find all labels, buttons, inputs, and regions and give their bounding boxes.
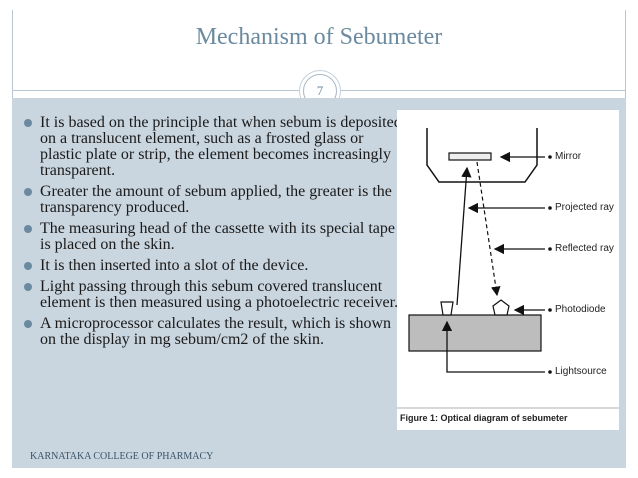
bullet-icon — [24, 225, 32, 233]
mirror-label: Mirror — [555, 151, 582, 162]
slide-title: Mechanism of Sebumeter — [195, 24, 443, 50]
footer-text: KARNATAKA COLLEGE OF PHARMACY — [30, 451, 214, 462]
projected-ray-label: Projected ray — [555, 202, 614, 213]
content-panel: It is based on the principle that when s… — [12, 98, 626, 442]
bullet-list: It is based on the principle that when s… — [24, 115, 409, 353]
bullet-item: It is based on the principle that when s… — [24, 115, 409, 179]
lightsource-label: Lightsource — [555, 366, 607, 377]
reflected-ray — [476, 161, 501, 297]
bullet-icon — [24, 188, 32, 196]
bullet-text: Light passing through this sebum covered… — [40, 278, 399, 311]
bullet-text: It is then inserted into a slot of the d… — [40, 257, 309, 274]
bullet-icon — [24, 283, 32, 291]
photodiode-label: Photodiode — [555, 304, 606, 315]
bullet-item: A microprocessor calculates the result, … — [24, 316, 409, 348]
bullet-item: The measuring head of the cassette with … — [24, 221, 409, 253]
measuring-head-housing — [426, 128, 538, 183]
bullet-icon — [24, 320, 32, 328]
bullet-text: The measuring head of the cassette with … — [40, 220, 395, 253]
sebumeter-diagram: Mirror Projected ray Reflected ray Photo… — [397, 110, 619, 430]
bullet-icon — [24, 119, 32, 127]
base-plate — [408, 314, 542, 352]
mirror-element — [448, 152, 492, 161]
lightsource-element — [440, 301, 454, 316]
bullet-icon — [24, 262, 32, 270]
optical-diagram-graphic — [397, 128, 619, 409]
left-border — [12, 10, 13, 98]
footer-bar: KARNATAKA COLLEGE OF PHARMACY — [12, 442, 626, 468]
reflected-ray-label: Reflected ray — [555, 243, 614, 254]
photodiode-element — [492, 299, 510, 316]
lightsource-pointer — [441, 320, 545, 373]
bullet-item: Light passing through this sebum covered… — [24, 279, 409, 311]
page-number: 7 — [316, 83, 324, 98]
bullet-text: It is based on the principle that when s… — [40, 114, 402, 179]
bullet-item: It is then inserted into a slot of the d… — [24, 258, 409, 274]
projected-ray — [456, 166, 472, 306]
bullet-text: Greater the amount of sebum applied, the… — [40, 183, 392, 216]
bullet-text: A microprocessor calculates the result, … — [40, 315, 392, 348]
bullet-item: Greater the amount of sebum applied, the… — [24, 184, 409, 216]
right-border — [625, 10, 626, 98]
figure-caption: Figure 1: Optical diagram of sebumeter — [400, 413, 568, 423]
